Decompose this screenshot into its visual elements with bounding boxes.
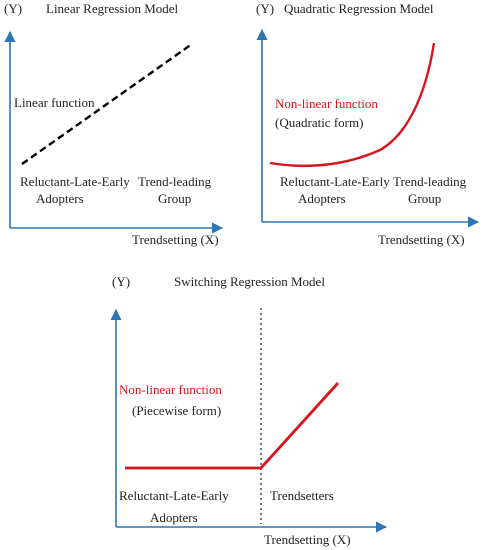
switching-y-label: (Y) <box>112 274 130 289</box>
quadratic-group-left-line2: Adopters <box>298 191 346 206</box>
switching-form-label: (Piecewise form) <box>132 403 221 418</box>
quadratic-panel: (Y) Quadratic Regression Model Non-linea… <box>256 1 480 247</box>
linear-group-right-line2: Group <box>158 191 191 206</box>
linear-y-label: (Y) <box>4 1 22 16</box>
switching-group-left-line1: Reluctant-Late-Early <box>119 488 229 503</box>
quadratic-function-curve <box>269 42 436 168</box>
quadratic-form-label: (Quadratic form) <box>275 115 363 130</box>
switching-title: Switching Regression Model <box>174 274 325 289</box>
quadratic-group-left-line1: Reluctant-Late-Early <box>280 174 390 189</box>
switching-panel: (Y) Switching Regression Model Non-linea… <box>110 274 388 547</box>
quadratic-y-label: (Y) <box>256 1 274 16</box>
switching-group-left-line2: Adopters <box>150 510 198 525</box>
linear-panel: (Y) Linear Regression Model Linear funct… <box>4 1 224 247</box>
linear-x-label: Trendsetting (X) <box>132 232 219 247</box>
linear-title: Linear Regression Model <box>46 1 179 16</box>
linear-group-right-line1: Trend-leading <box>138 174 212 189</box>
switching-group-right: Trendsetters <box>270 488 334 503</box>
switching-function-label: Non-linear function <box>119 382 222 397</box>
quadratic-group-right-line1: Trend-leading <box>393 174 467 189</box>
linear-group-left-line1: Reluctant-Late-Early <box>20 174 130 189</box>
quadratic-title: Quadratic Regression Model <box>284 1 434 16</box>
switching-x-label: Trendsetting (X) <box>264 532 351 547</box>
quadratic-group-right-line2: Group <box>408 191 441 206</box>
switching-piecewise-line <box>125 382 340 470</box>
linear-function-label: Linear function <box>14 95 95 110</box>
quadratic-x-label: Trendsetting (X) <box>378 232 465 247</box>
linear-group-left-line2: Adopters <box>36 191 84 206</box>
quadratic-function-label: Non-linear function <box>275 96 378 111</box>
linear-function-line <box>21 43 193 165</box>
